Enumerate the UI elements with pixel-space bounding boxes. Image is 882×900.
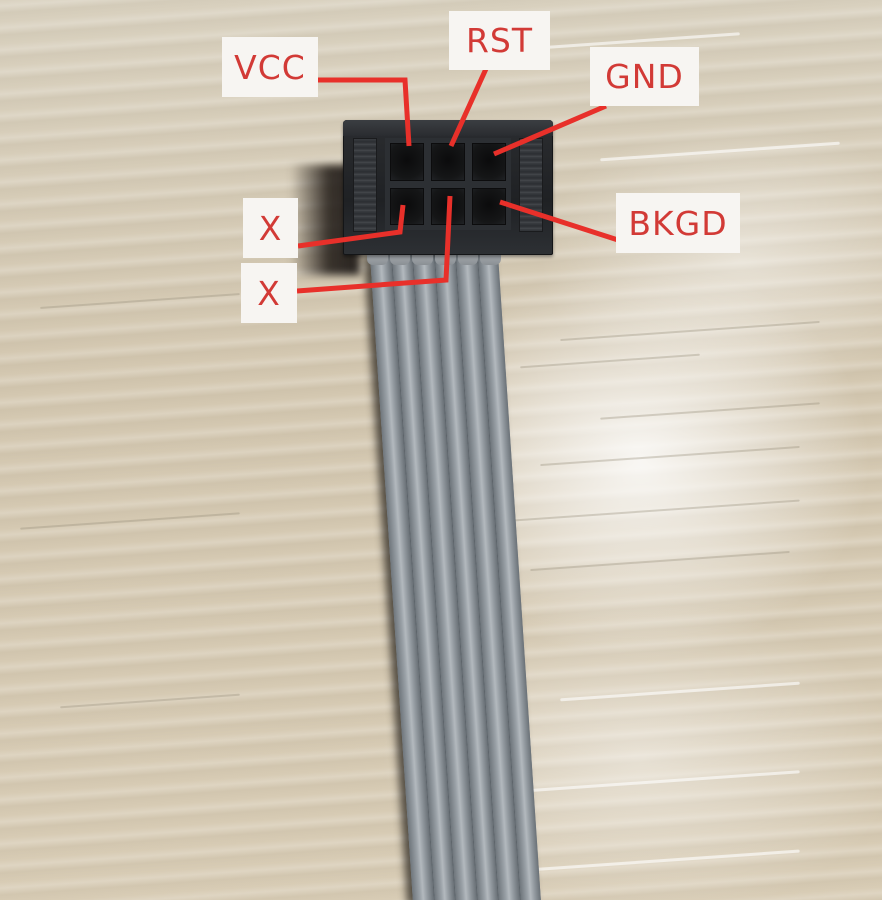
pin-grid [385, 138, 511, 230]
wood-grain [560, 320, 820, 342]
ribbon-cable [370, 255, 542, 900]
wood-grain [560, 681, 800, 702]
wood-grain [500, 499, 800, 523]
pin-hole-nc1 [390, 187, 424, 225]
pin-label-nc2: X [241, 263, 297, 323]
wood-grain [20, 512, 240, 530]
wood-grain [540, 445, 800, 467]
wood-grain [530, 550, 790, 572]
pin-label-rst: RST [449, 11, 550, 70]
pin-hole-gnd [472, 143, 506, 181]
connector-latch-right [519, 138, 543, 232]
wood-grain [600, 402, 820, 420]
six-pin-connector [338, 120, 556, 261]
wood-grain [520, 353, 700, 369]
pin-label-bkgd: BKGD [616, 193, 740, 253]
pin-hole-vcc [390, 143, 424, 181]
pin-label-vcc: VCC [222, 37, 318, 97]
pin-label-nc1: X [243, 198, 298, 258]
wood-grain [60, 693, 240, 709]
wood-grain [40, 293, 240, 309]
wood-grain [600, 141, 840, 162]
connector-latch-left [353, 138, 377, 232]
pin-label-gnd: GND [590, 47, 699, 106]
wood-grain [520, 770, 800, 793]
pin-hole-nc2 [431, 187, 465, 225]
wood-grain [500, 849, 800, 874]
pin-hole-bkgd [472, 187, 506, 225]
connector-lip [343, 120, 553, 136]
pin-hole-rst [431, 143, 465, 181]
